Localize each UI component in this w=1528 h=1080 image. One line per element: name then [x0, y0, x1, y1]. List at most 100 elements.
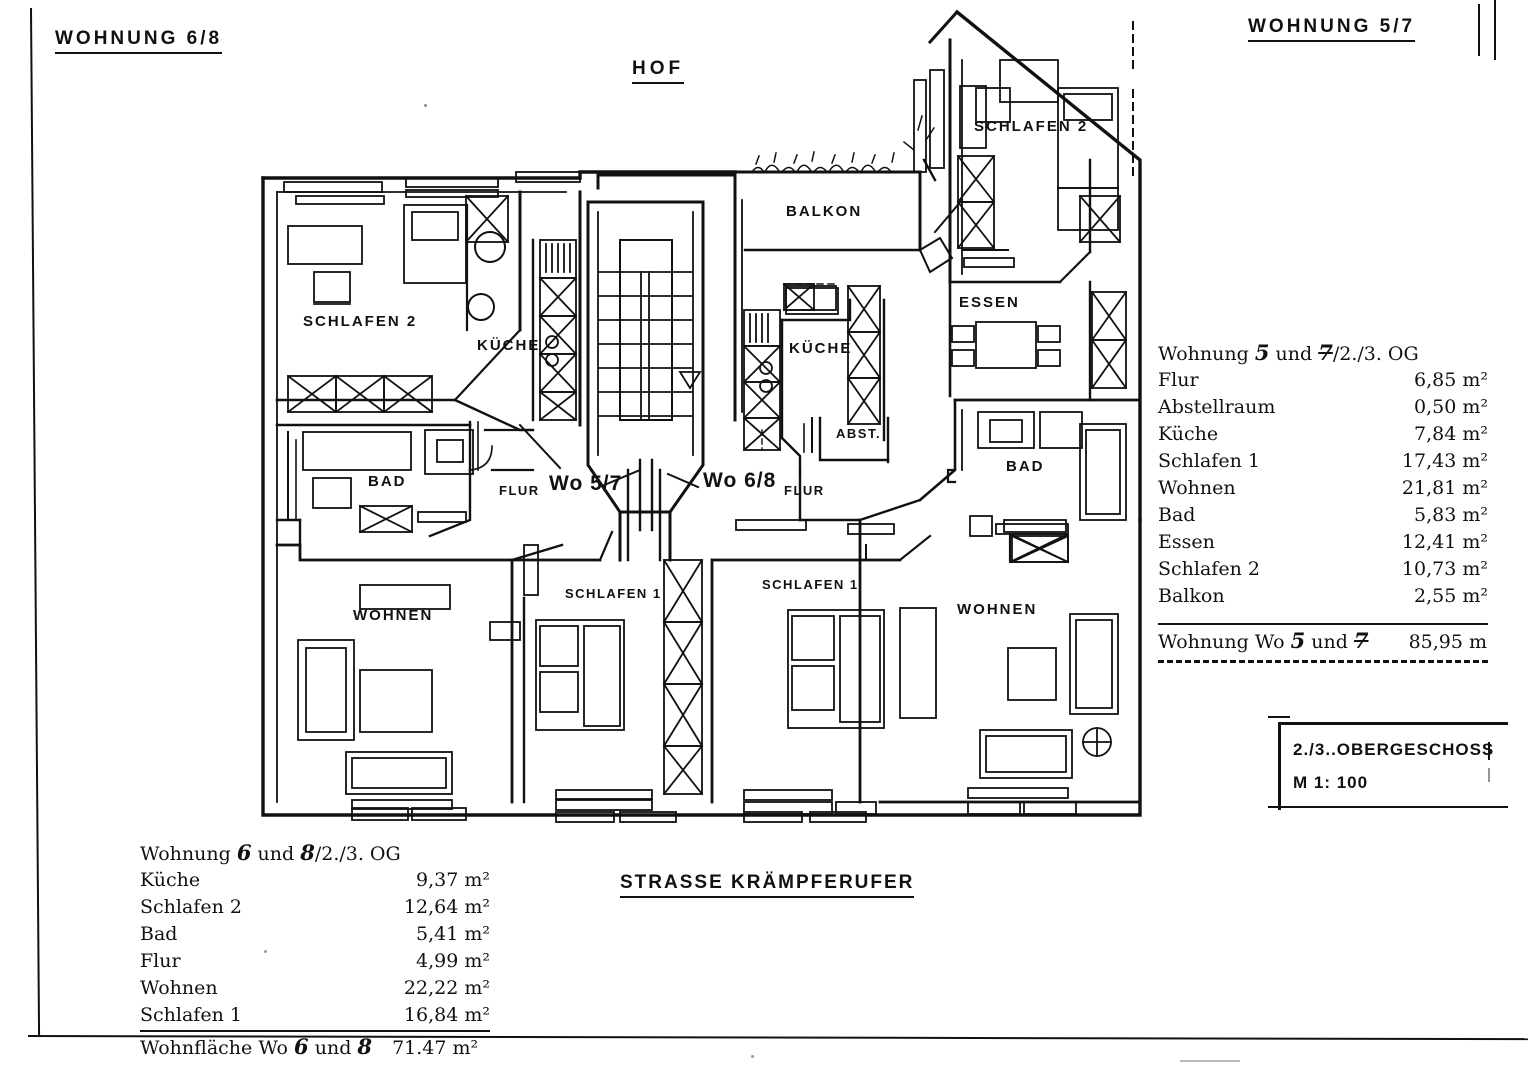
schedule-left-item-room: Schlafen 2 [140, 896, 242, 918]
schedule-right-item-room: Bad [1158, 504, 1196, 526]
room-label-bad-left: BAD [368, 473, 407, 490]
title-block-scale: M 1: 100 [1293, 773, 1369, 792]
room-label-schlafen1-left: SCHLAFEN 1 [565, 586, 662, 601]
schedule-right-item-row: Wohnen 21,81 m² [1158, 475, 1508, 502]
room-label-schlafen2-left: SCHLAFEN 2 [303, 313, 418, 330]
unit-tag-left: Wo 5/7 [549, 472, 623, 495]
schedule-right-item-area: 6,85 m² [1414, 369, 1488, 391]
schedule-left-total-num2: 8 [357, 1034, 373, 1059]
schedule-right-item-area: 17,43 m² [1401, 450, 1488, 472]
room-label-wohnen-right: WOHNEN [957, 601, 1038, 618]
schedule-right-total-num2: 7 [1353, 628, 1369, 653]
schedule-right-total: Wohnung Wo 5 und 7 85,95 m [1158, 628, 1498, 653]
schedule-right-item-row: Küche 7,84 m² [1158, 421, 1508, 448]
schedule-right-item-area: 21,81 m² [1401, 477, 1488, 499]
schedule-right-item-area: 5,83 m² [1414, 504, 1488, 526]
schedule-right-item-row: Bad 5,83 m² [1158, 502, 1508, 529]
schedule-right-item-row: Abstellraum 0,50 m² [1158, 394, 1508, 421]
schedule-right-item-room: Abstellraum [1158, 396, 1276, 418]
schedule-left-total-value: 71.47 m² [392, 1037, 479, 1059]
scan-speck-3 [751, 1055, 754, 1058]
schedule-right-title-num1: 5 [1254, 340, 1270, 365]
schedule-left-total-mid: und [314, 1037, 352, 1059]
room-label-schlafen1-right: SCHLAFEN 1 [762, 577, 859, 592]
street-label: STRASSE KRÄMPFERUFER [620, 872, 915, 898]
schedule-right-item-row: Schlafen 2 10,73 m² [1158, 556, 1508, 583]
unit-tag-right: Wo 6/8 [703, 469, 777, 492]
schedule-right-total-pre: Wohnung Wo [1158, 631, 1285, 653]
schedule-left-item-room: Wohnen [140, 977, 218, 999]
courtyard-label: HOF [632, 58, 685, 84]
schedule-right-item-room: Wohnen [1158, 477, 1236, 499]
schedule-right-rows: Flur 6,85 m² Abstellraum 0,50 m² Küche 7,84 m… [1158, 367, 1508, 610]
street-label-text: STRASSE KRÄMPFERUFER [620, 872, 915, 898]
schedule-right-total-mid: und [1311, 631, 1348, 653]
schedule-left-item-area: 16,84 m² [403, 1004, 490, 1026]
schedule-right-dashed-rule [1158, 660, 1488, 663]
schedule-right-title-pre: Wohnung [1158, 343, 1249, 365]
schedule-left-item-room: Schlafen 1 [140, 1004, 242, 1026]
room-label-wohnen-left: WOHNEN [353, 607, 434, 624]
schedule-right-total-rule [1158, 623, 1488, 625]
room-label-essen: ESSEN [959, 294, 1020, 311]
schedule-right-total-num1: 5 [1290, 628, 1306, 653]
courtyard-label-text: HOF [632, 58, 685, 84]
schedule-left-title: Wohnung 6 und 8/2./3. OG [140, 840, 520, 865]
schedule-right-item-area: 12,41 m² [1401, 531, 1488, 553]
room-label-balkon: BALKON [786, 203, 863, 220]
schedule-right-title: Wohnung 5 und 7/2./3. OG [1158, 340, 1508, 365]
schedule-right-item-row: Flur 6,85 m² [1158, 367, 1508, 394]
schedule-right-item-row: Balkon 2,55 m² [1158, 583, 1508, 610]
room-label-schlafen2-right: SCHLAFEN 2 [974, 118, 1089, 135]
header-wohnung-right-label: WOHNUNG 5/7 [1248, 16, 1416, 42]
schedule-right-item-area: 0,50 m² [1414, 396, 1488, 418]
schedule-left-item-room: Bad [140, 923, 178, 945]
title-block-tick-top [1268, 716, 1290, 718]
title-block-bottom-rule [1278, 806, 1508, 808]
schedule-right-title-mid: und [1275, 343, 1313, 365]
scan-smudge [1180, 1060, 1240, 1062]
schedule-left-title-pre: Wohnung [140, 843, 231, 865]
room-label-kueche-right: KÜCHE [789, 340, 853, 357]
title-block-right-tick-a [1488, 742, 1490, 760]
schedule-left-total-rule [140, 1030, 490, 1032]
schedule-right-total-value: 85,95 m [1408, 631, 1488, 653]
schedule-right-item-room: Balkon [1158, 585, 1225, 607]
schedule-left-title-post: /2./3. OG [314, 843, 401, 865]
room-label-abstellraum: ABST. [836, 426, 882, 441]
schedule-left-item-room: Küche [140, 869, 201, 891]
schedule-left-item-row: Schlafen 2 12,64 m² [140, 894, 520, 921]
schedule-right-item-room: Essen [1158, 531, 1215, 553]
schedule-left-total: Wohnfläche Wo 6 und 8 71.47 m² [140, 1034, 520, 1059]
schedule-right-item-area: 7,84 m² [1414, 423, 1488, 445]
title-block: 2./3..OBERGESCHOSS M 1: 100 [1266, 716, 1508, 810]
schedule-left-title-num2: 8 [300, 840, 315, 865]
schedule-left-item-row: Bad 5,41 m² [140, 921, 520, 948]
scan-speck-1 [424, 104, 427, 107]
schedule-right-item-row: Essen 12,41 m² [1158, 529, 1508, 556]
schedule-left-title-mid: und [257, 843, 295, 865]
schedule-left-item-area: 5,41 m² [416, 923, 490, 945]
schedule-left-item-room: Flur [140, 950, 181, 972]
schedule-left-title-num1: 6 [236, 840, 252, 865]
schedule-right-item-room: Schlafen 2 [1158, 558, 1260, 580]
schedule-right-item-area: 2,55 m² [1414, 585, 1488, 607]
header-wohnung-left-label: WOHNUNG 6/8 [55, 28, 223, 54]
schedule-right-item-room: Küche [1158, 423, 1219, 445]
title-block-right-tick-b [1488, 768, 1490, 782]
schedule-right-item-room: Flur [1158, 369, 1199, 391]
schedule-left-item-area: 12,64 m² [403, 896, 490, 918]
schedule-left-item-area: 22,22 m² [403, 977, 490, 999]
title-block-floor: 2./3..OBERGESCHOSS [1293, 740, 1495, 759]
room-label-flur-left: FLUR [499, 483, 540, 498]
title-block-top-rule [1278, 722, 1508, 725]
schedule-right-title-post: /2./3. OG [1332, 343, 1419, 365]
schedule-right-item-area: 10,73 m² [1401, 558, 1488, 580]
schedule-left-total-num1: 6 [294, 1034, 309, 1059]
